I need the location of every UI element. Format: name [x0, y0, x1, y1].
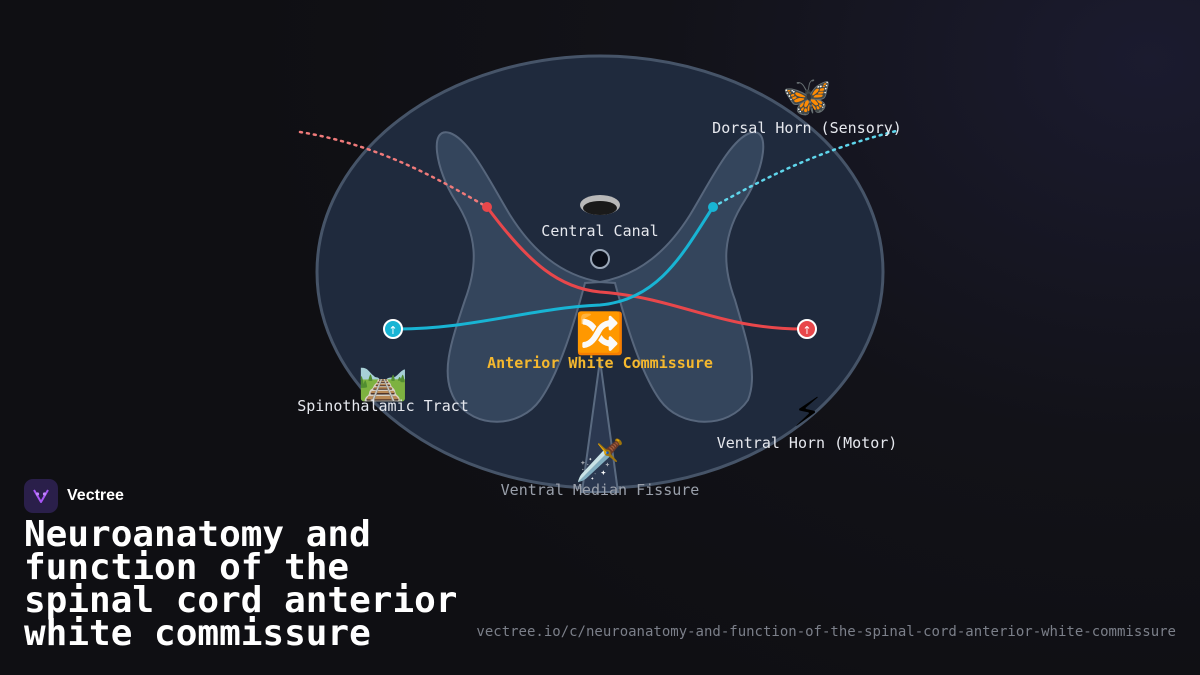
up-arrow-icon: ↑ — [388, 324, 397, 337]
cyan-endpoint-marker: ↑ — [383, 319, 403, 339]
ventral-median-fissure — [580, 359, 620, 493]
up-arrow-icon: ↑ — [802, 324, 811, 337]
lightning-icon: ⚡ — [793, 390, 821, 436]
butterfly-icon: 🦋 — [782, 74, 832, 120]
ventral-median-fissure-label: Ventral Median Fissure — [501, 481, 700, 499]
red-endpoint-marker: ↑ — [797, 319, 817, 339]
brand-name: Vectree — [67, 487, 124, 504]
central-canal-label: Central Canal — [541, 222, 658, 240]
spinothalamic-tract-label: Spinothalamic Tract — [297, 397, 469, 415]
cyan-pathway-dotted — [711, 128, 902, 209]
red-pathway-dotted — [298, 130, 489, 209]
dagger-icon: 🗡️ — [575, 437, 625, 484]
commissure-label: Anterior White Commissure — [487, 354, 713, 372]
vectree-logo-icon — [24, 479, 58, 513]
shuffle-icon: 🔀 — [575, 310, 625, 357]
brand: Vectree — [24, 479, 124, 513]
red-pathway-origin — [482, 202, 492, 212]
source-url: vectree.io/c/neuroanatomy-and-function-o… — [476, 624, 1176, 640]
gray-matter-butterfly — [435, 131, 765, 423]
dorsal-horn-label: Dorsal Horn (Sensory) — [712, 119, 902, 137]
hole-icon — [580, 195, 620, 215]
railway-track-icon: 🛤️ — [358, 357, 408, 403]
cyan-pathway-origin — [708, 202, 718, 212]
red-pathway — [485, 206, 808, 331]
cyan-pathway — [392, 206, 715, 331]
ventral-horn-label: Ventral Horn (Motor) — [717, 434, 898, 452]
central-canal-dot — [590, 249, 610, 269]
page-title: Neuroanatomy and function of the spinal … — [24, 514, 458, 654]
